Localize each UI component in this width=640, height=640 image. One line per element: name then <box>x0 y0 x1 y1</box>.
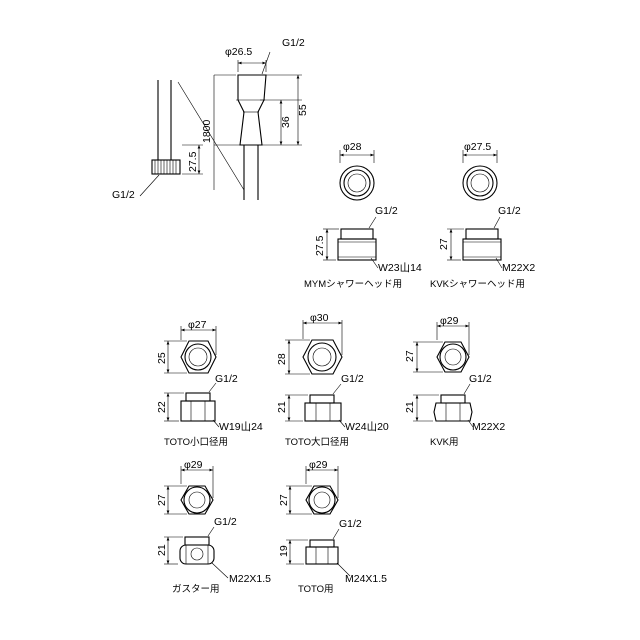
adapter-screw: M22X2 <box>472 421 505 433</box>
adapter-top-height: 27 <box>404 350 416 362</box>
adapter-height: 27.5 <box>314 235 326 256</box>
adapter-dia: φ28 <box>343 141 362 153</box>
adapter-thread: G1/2 <box>339 518 362 530</box>
hose-nut-thread: G1/2 <box>112 189 135 201</box>
adapter-thread: G1/2 <box>375 205 398 217</box>
adapter-dia: φ27.5 <box>464 141 491 153</box>
adapter-thread: G1/2 <box>341 373 364 385</box>
adapter-screw: W24山20 <box>345 421 389 433</box>
adapter-dia: φ29 <box>309 459 328 471</box>
hose-length: 1800 <box>201 119 213 143</box>
adapter-caption: KVKシャワーヘッド用 <box>430 279 525 290</box>
adapter-mym: φ28 27.5 G1/2 W23山14 MYMシャワーヘッド用 <box>304 141 422 290</box>
adapter-thread: G1/2 <box>214 516 237 528</box>
adapter-toto-large: φ30 28 21 G1/2 W24山20 TOTO大口径用 <box>276 312 389 448</box>
hose-dim-55: 55 <box>297 104 309 116</box>
adapter-kvk-shower: φ27.5 27 G1/2 M22X2 KVKシャワーヘッド用 <box>430 141 535 290</box>
adapter-screw: W19山24 <box>219 421 263 433</box>
adapter-dia: φ29 <box>440 315 459 327</box>
adapter-height: 21 <box>276 401 288 413</box>
hose-end-thread: G1/2 <box>282 37 305 49</box>
adapter-height: 21 <box>156 544 168 556</box>
adapter-gastar: φ29 27 21 G1/2 M22X1.5 ガスター用 <box>156 459 271 595</box>
adapter-screw: W23山14 <box>378 262 422 274</box>
adapter-kvk: φ29 27 21 G1/2 M22X2 KVK用 <box>404 315 505 448</box>
adapter-top-height: 25 <box>156 352 168 364</box>
hose-end-dia: φ26.5 <box>225 46 252 58</box>
adapter-height: 27 <box>438 238 450 250</box>
adapter-screw: M22X1.5 <box>229 573 271 585</box>
adapter-caption: TOTO用 <box>298 584 334 595</box>
adapter-screw: M22X2 <box>502 262 535 274</box>
adapter-caption: MYMシャワーヘッド用 <box>304 279 402 290</box>
adapter-caption: ガスター用 <box>172 584 220 595</box>
adapter-caption: TOTO小口径用 <box>164 436 228 448</box>
hose-dim-36: 36 <box>280 116 292 128</box>
adapter-top-height: 28 <box>276 353 288 365</box>
adapter-height: 19 <box>278 545 290 557</box>
adapter-top-height: 27 <box>156 494 168 506</box>
adapter-dia: φ29 <box>184 459 203 471</box>
adapter-thread: G1/2 <box>498 205 521 217</box>
adapter-height: 21 <box>404 401 416 413</box>
adapter-dia: φ30 <box>310 312 329 324</box>
adapter-top-height: 27 <box>278 494 290 506</box>
hose-drawing: φ26.5 G1/2 1800 36 55 27.5 G1/2 <box>112 37 309 201</box>
adapter-toto: φ29 27 19 G1/2 M24X1.5 TOTO用 <box>278 459 387 595</box>
adapter-caption: TOTO大口径用 <box>285 436 349 448</box>
knurl-pattern <box>154 160 177 174</box>
adapter-dia: φ27 <box>188 319 207 331</box>
adapter-screw: M24X1.5 <box>345 573 387 585</box>
hose-nut-height: 27.5 <box>187 151 199 172</box>
adapter-toto-small: φ27 25 22 G1/2 W19山24 TOTO小口径用 <box>156 319 263 448</box>
adapter-caption: KVK用 <box>430 437 459 448</box>
adapter-thread: G1/2 <box>469 373 492 385</box>
adapter-height: 22 <box>156 401 168 413</box>
adapter-thread: G1/2 <box>215 373 238 385</box>
